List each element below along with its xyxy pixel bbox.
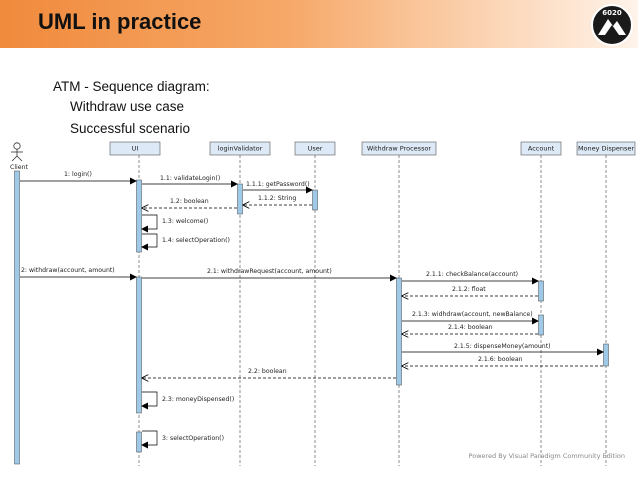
client-actor-icon (11, 142, 23, 162)
logo-text: 6020 (602, 9, 622, 17)
lifeline-header-ui: UI (109, 141, 161, 156)
svg-text:Account: Account (528, 145, 555, 153)
message-2-1-3-label: 2.1.3: widhdraw(account, newBalance) (412, 311, 533, 318)
watermark: Powered By Visual Paradigm Community Edi… (469, 452, 625, 460)
message-3-arrow (141, 430, 158, 449)
message-1-3-label: 1.3: welcome() (162, 218, 208, 225)
svg-text:Withdraw Processor: Withdraw Processor (367, 145, 432, 153)
message-3-label: 3: selectOperation() (162, 435, 224, 442)
svg-text:Money Dispenser: Money Dispenser (578, 145, 634, 153)
mountain-logo-icon: 6020 (591, 4, 633, 46)
message-1-4-arrow (141, 233, 158, 251)
lifeline-header-money-dispenser: Money Dispenser (576, 141, 636, 156)
svg-text:User: User (308, 145, 323, 153)
slide-title: UML in practice (38, 9, 202, 34)
actor-label: Client (10, 164, 28, 171)
bullet-3: Successful scenario (70, 121, 191, 136)
lifeline-header-loginvalidator: loginValidator (209, 141, 271, 156)
message-2-3-label: 2.3: moneyDispensed() (162, 396, 234, 403)
svg-text:UI: UI (132, 145, 139, 153)
message-2-1-label: 2.1: withdrawRequest(account, amount) (207, 268, 332, 275)
message-2-2-label: 2.2: boolean (248, 368, 287, 375)
message-1-2-label: 1.2: boolean (170, 198, 209, 205)
message-2-1-2-label: 2.1.2: float (452, 286, 486, 293)
message-2-1-1-label: 2.1.1: checkBalance(account) (426, 271, 518, 278)
activation-bars (14, 170, 609, 465)
message-2-label: 2: withdraw(account, amount) (21, 267, 115, 274)
message-1-1-label: 1.1: validateLogin() (160, 175, 220, 182)
lifeline-header-account: Account (520, 141, 562, 156)
message-2-1-4-label: 2.1.4: boolean (448, 324, 493, 331)
message-1-1-2-label: 1.1.2: String (258, 195, 296, 202)
slide-header (0, 0, 638, 48)
message-2-3-arrow (141, 391, 158, 410)
svg-text:loginValidator: loginValidator (218, 145, 263, 153)
message-1-1-1-label: 1.1.1: getPassword() (246, 181, 310, 188)
lifeline-header-withdraw-processor: Withdraw Processor (361, 141, 437, 156)
message-2-1-5-label: 2.1.5: dispenseMoney(amount) (454, 343, 551, 350)
lifeline-header-user: User (294, 141, 336, 156)
message-1-4-label: 1.4: selectOperation() (162, 237, 230, 244)
message-1-label: 1: login() (64, 171, 92, 178)
message-2-1-6-label: 2.1.6: boolean (478, 356, 523, 363)
bullet-2: Withdraw use case (70, 99, 185, 114)
bullet-1: ATM - Sequence diagram: (53, 79, 210, 94)
message-1-3-arrow (141, 214, 158, 233)
